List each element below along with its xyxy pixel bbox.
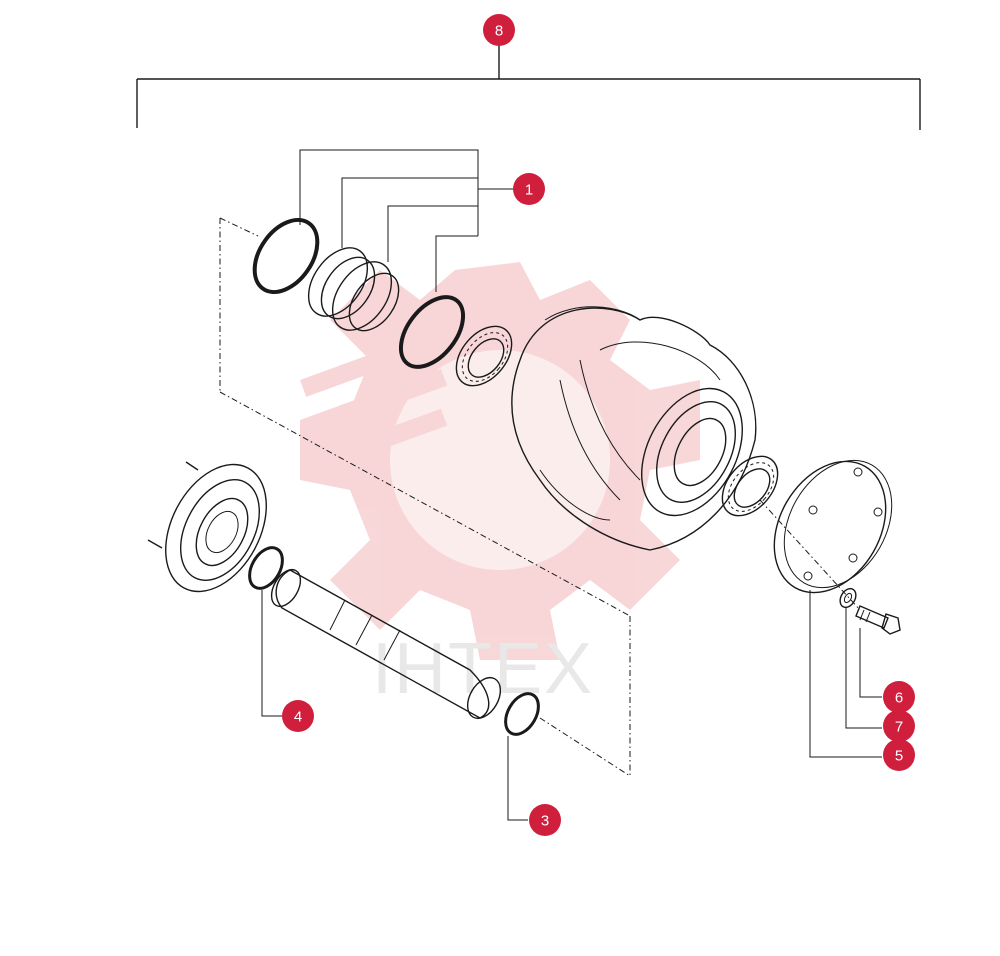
watermark-gear-icon <box>300 262 700 660</box>
bolt <box>855 605 901 635</box>
shaft <box>270 568 502 719</box>
o-ring-shaft <box>248 546 284 590</box>
leader-lines-seal-kit <box>299 149 514 292</box>
callout-6[interactable]: 6 <box>883 681 915 713</box>
watermark-text: IHTEX <box>372 629 594 709</box>
roller-body <box>511 306 757 551</box>
callout-3[interactable]: 3 <box>529 804 561 836</box>
watermark: IHTEX <box>300 262 700 709</box>
leader-lines-lower <box>261 590 882 821</box>
callout-1[interactable]: 1 <box>513 173 545 205</box>
end-cover <box>773 459 893 594</box>
floating-seal-rings <box>307 247 400 332</box>
callout-7[interactable]: 7 <box>883 710 915 742</box>
callout-4[interactable]: 4 <box>282 700 314 732</box>
callout-label: 8 <box>495 23 503 40</box>
bearing-right <box>721 455 779 517</box>
callout-8[interactable]: 8 <box>483 14 515 46</box>
o-ring-large <box>252 217 320 295</box>
snap-ring <box>504 692 540 736</box>
collar-flange <box>147 461 267 593</box>
callout-label: 1 <box>525 182 533 199</box>
callout-label: 4 <box>294 709 302 726</box>
callout-label: 7 <box>895 719 903 736</box>
callout-label: 3 <box>541 813 549 830</box>
callout-5[interactable]: 5 <box>883 739 915 771</box>
assembly-bracket <box>136 44 921 130</box>
bearing-left <box>455 325 513 387</box>
o-ring-small <box>398 295 466 369</box>
callout-label: 6 <box>895 690 903 707</box>
washer <box>839 587 857 609</box>
callout-label: 5 <box>895 748 903 765</box>
